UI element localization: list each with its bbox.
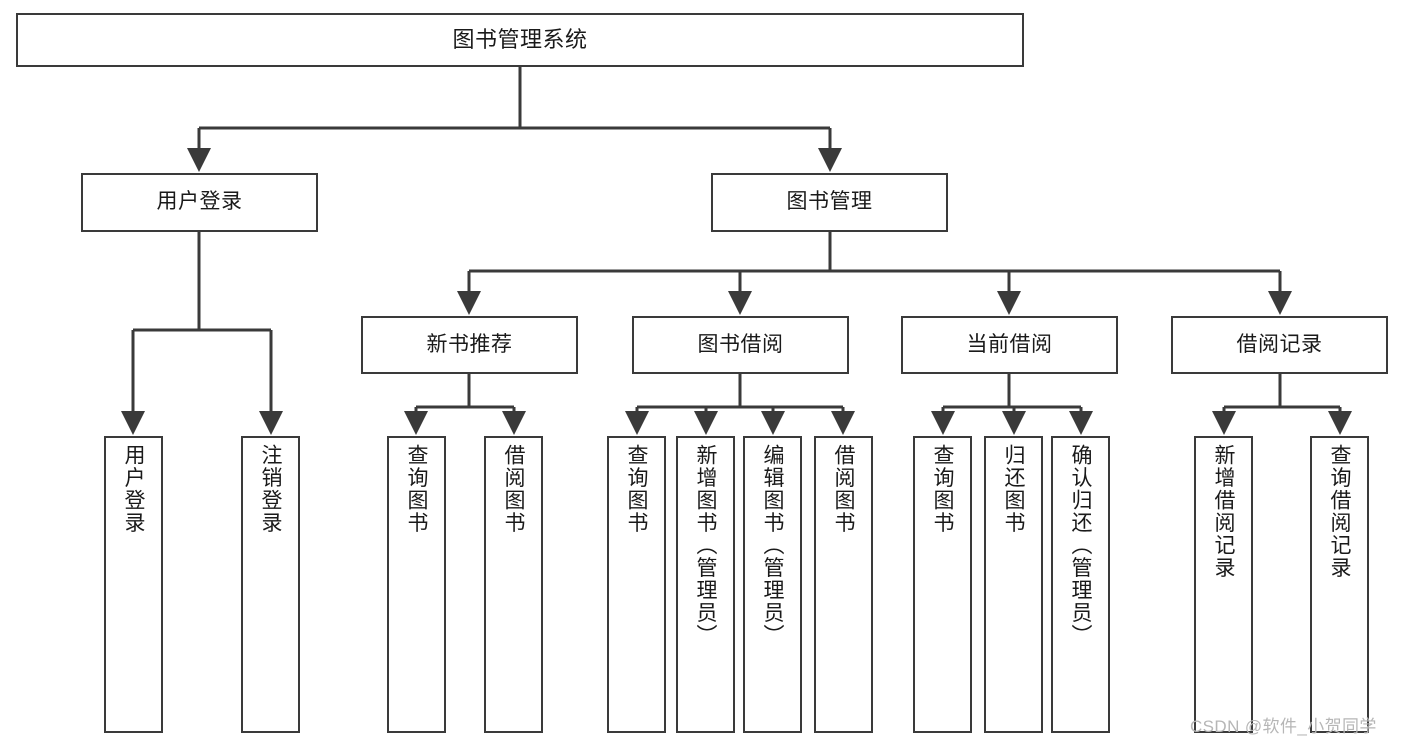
node-label: 用户登录: [156, 190, 243, 214]
node-label: 确认归还（管理员）: [1069, 444, 1092, 647]
node-user-login[interactable]: 用户登录: [81, 173, 318, 232]
node-label: 归还图书: [1002, 444, 1025, 534]
node-leaf-return-book[interactable]: 归还图书: [984, 436, 1043, 733]
node-leaf-user-login[interactable]: 用户登录: [104, 436, 163, 733]
node-label: 查询图书: [405, 444, 428, 534]
node-label: 编辑图书（管理员）: [761, 444, 784, 647]
node-leaf-borrow-book-1[interactable]: 借阅图书: [484, 436, 543, 733]
node-label: 图书管理系统: [452, 27, 588, 53]
node-label: 图书管理: [786, 190, 873, 214]
node-label: 借阅图书: [832, 444, 855, 534]
node-leaf-logout[interactable]: 注销登录: [241, 436, 300, 733]
node-label: 图书借阅: [697, 332, 784, 356]
node-leaf-add-borrow-record[interactable]: 新增借阅记录: [1194, 436, 1253, 733]
node-label: 注销登录: [259, 444, 282, 534]
node-label: 查询借阅记录: [1328, 444, 1351, 579]
node-new-book-recommend[interactable]: 新书推荐: [361, 316, 578, 374]
node-current-borrow[interactable]: 当前借阅: [901, 316, 1118, 374]
node-label: 查询图书: [931, 444, 954, 534]
node-book-borrow[interactable]: 图书借阅: [632, 316, 849, 374]
node-leaf-query-borrow-record[interactable]: 查询借阅记录: [1310, 436, 1369, 733]
node-book-management[interactable]: 图书管理: [711, 173, 948, 232]
node-label: 用户登录: [122, 444, 145, 534]
csdn-watermark: CSDN @软件_小贺同学: [1190, 717, 1377, 736]
node-leaf-borrow-book-2[interactable]: 借阅图书: [814, 436, 873, 733]
node-label: 借阅记录: [1236, 332, 1323, 356]
node-leaf-confirm-return-admin[interactable]: 确认归还（管理员）: [1051, 436, 1110, 733]
node-label: 新增借阅记录: [1212, 444, 1235, 579]
node-label: 新书推荐: [426, 332, 513, 356]
node-leaf-add-book-admin[interactable]: 新增图书（管理员）: [676, 436, 735, 733]
node-label: 当前借阅: [966, 332, 1053, 356]
node-leaf-edit-book-admin[interactable]: 编辑图书（管理员）: [743, 436, 802, 733]
node-borrow-records[interactable]: 借阅记录: [1171, 316, 1388, 374]
node-root-system[interactable]: 图书管理系统: [16, 13, 1024, 67]
node-leaf-query-book-1[interactable]: 查询图书: [387, 436, 446, 733]
node-label: 查询图书: [625, 444, 648, 534]
node-label: 借阅图书: [502, 444, 525, 534]
node-leaf-query-book-3[interactable]: 查询图书: [913, 436, 972, 733]
node-label: 新增图书（管理员）: [694, 444, 717, 647]
node-leaf-query-book-2[interactable]: 查询图书: [607, 436, 666, 733]
